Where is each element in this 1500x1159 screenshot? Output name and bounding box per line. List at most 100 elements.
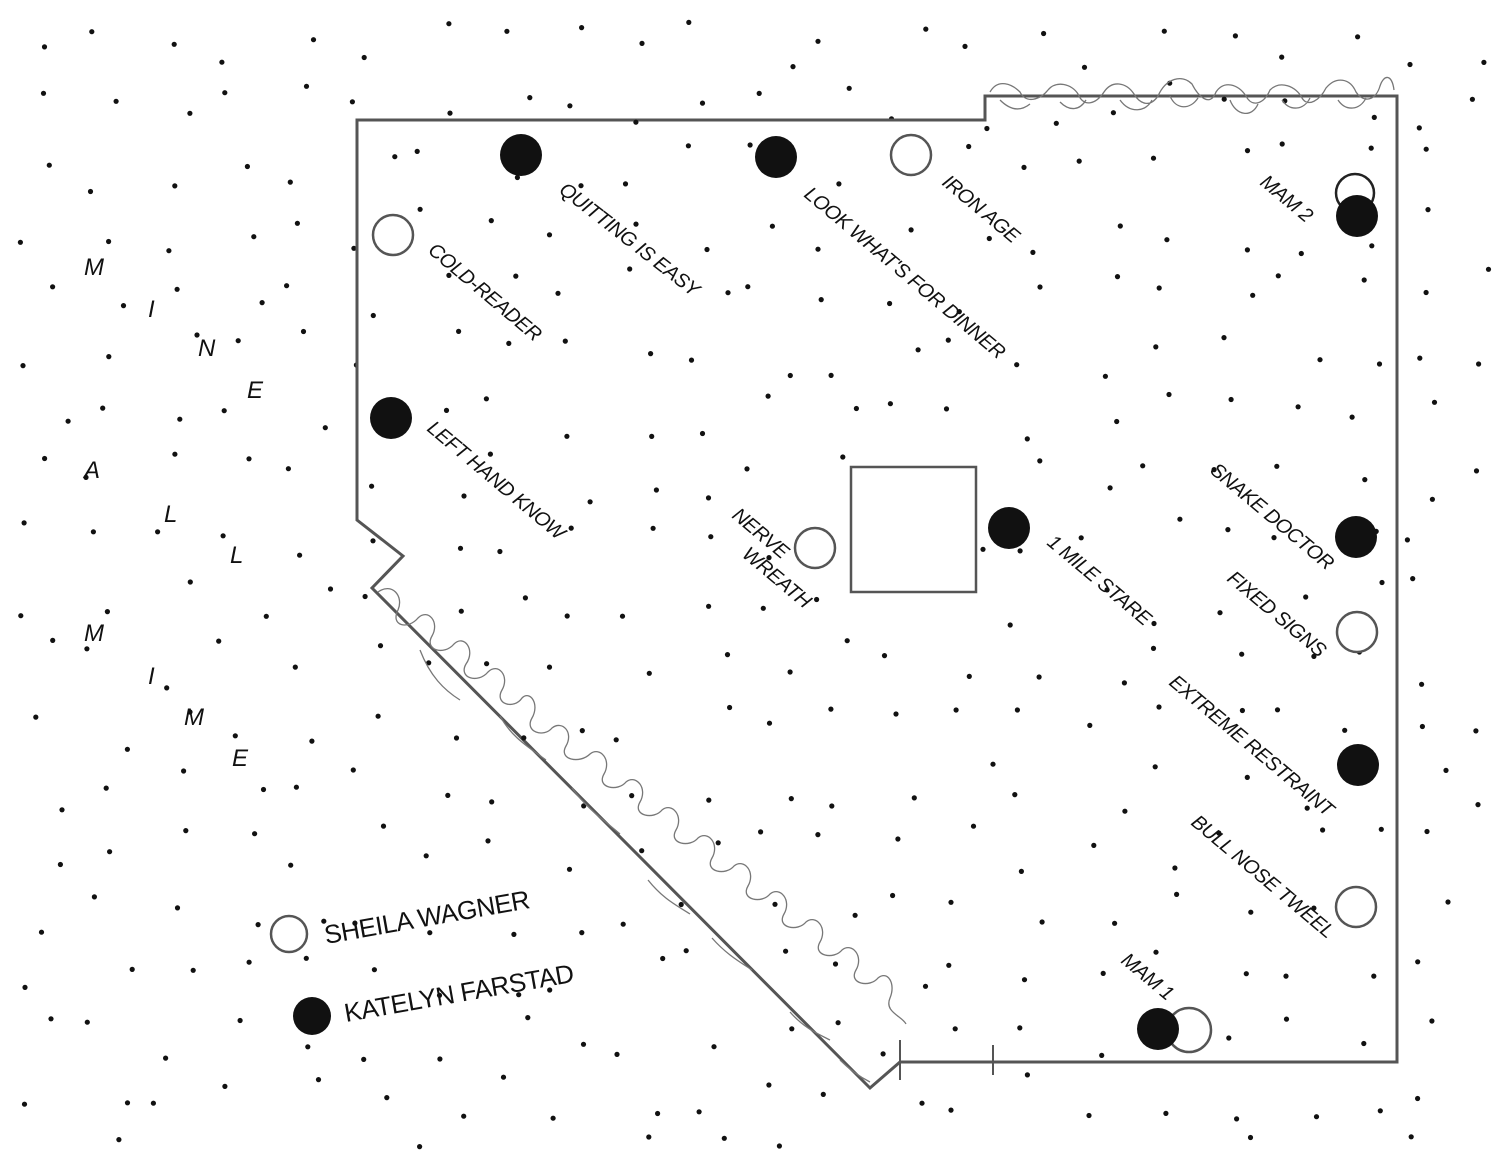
marker-iron-age[interactable] [889, 133, 933, 177]
dot [1156, 285, 1162, 291]
dot [263, 613, 269, 619]
marker-mam-2-filled[interactable] [1336, 195, 1378, 237]
dot [1355, 34, 1361, 40]
dot [1153, 949, 1159, 955]
dot [1239, 707, 1245, 714]
dot [887, 300, 893, 307]
marker-look-whats-for-dinner[interactable] [755, 136, 797, 178]
dot [1152, 764, 1158, 770]
dot [1024, 436, 1030, 442]
dot [21, 520, 27, 526]
dot [1030, 249, 1036, 255]
dot [305, 1044, 311, 1050]
marker-left-hand-know[interactable] [370, 397, 412, 439]
dot [106, 238, 112, 245]
dot [1174, 891, 1180, 898]
dot [956, 309, 962, 315]
dot [177, 416, 183, 422]
marker-quitting-is-easy[interactable] [500, 134, 542, 176]
dot [194, 332, 200, 338]
central-column [849, 465, 978, 594]
dot [453, 735, 460, 741]
dot [1140, 463, 1146, 469]
marker-snake-doctor[interactable] [1335, 516, 1377, 558]
dot [1376, 361, 1383, 367]
dot [458, 608, 464, 614]
dot [232, 733, 238, 739]
dot [846, 85, 852, 91]
dot [1024, 1072, 1030, 1078]
dot [1041, 30, 1047, 37]
top-wall-scribble [989, 76, 1395, 114]
dot [990, 761, 996, 767]
dot [1274, 463, 1280, 469]
dot [1473, 468, 1480, 474]
dot [113, 98, 119, 104]
dot [106, 354, 112, 360]
dot [887, 401, 894, 407]
dot [84, 1019, 90, 1025]
dot [293, 784, 299, 790]
dot [1107, 485, 1113, 491]
dot [1250, 292, 1256, 298]
dot [945, 337, 951, 343]
marker-1-mile-stare[interactable] [988, 507, 1030, 549]
marker-extreme-restraint[interactable] [1337, 744, 1379, 786]
dot [1485, 266, 1492, 272]
dot [423, 853, 429, 859]
dot [579, 930, 585, 936]
dot [1425, 207, 1431, 213]
dot [59, 807, 65, 813]
dot [1429, 1018, 1435, 1024]
dot [1481, 59, 1487, 65]
dot [380, 823, 387, 829]
dot [456, 328, 462, 334]
dot [371, 967, 377, 973]
marker-mam-1-filled[interactable] [1137, 1008, 1179, 1050]
dot [327, 586, 334, 592]
dot [744, 466, 750, 472]
dot [787, 372, 793, 379]
dot [1226, 1035, 1232, 1041]
dot [172, 183, 178, 189]
dot [704, 246, 710, 253]
dot [970, 823, 977, 829]
dot [546, 664, 553, 670]
dot [1216, 830, 1222, 836]
dot [219, 59, 225, 65]
dot [789, 1026, 795, 1032]
dot [500, 1074, 507, 1080]
marker-bull-nose-tweel[interactable] [1334, 885, 1378, 929]
dot [1017, 1025, 1023, 1031]
dot [124, 746, 130, 752]
dot [1279, 141, 1285, 147]
dot [350, 767, 356, 773]
dot [660, 955, 666, 962]
dot [1122, 808, 1128, 814]
dot [787, 669, 793, 675]
title-letter: L [230, 542, 243, 569]
dot [1121, 680, 1127, 686]
dot [187, 110, 193, 116]
dot [1114, 418, 1120, 425]
marker-nerve-wreath[interactable] [793, 526, 837, 570]
dot [1021, 977, 1028, 983]
dot [497, 548, 503, 555]
dot [908, 227, 914, 233]
dot [1410, 576, 1416, 582]
dot [50, 637, 56, 644]
dot [222, 90, 228, 96]
dot [587, 499, 593, 505]
dot [436, 992, 443, 998]
dot [484, 661, 490, 667]
dot [952, 1026, 958, 1032]
dot [1349, 414, 1355, 420]
dot [351, 245, 357, 251]
marker-fixed-signs[interactable] [1335, 610, 1379, 654]
dot [953, 707, 959, 713]
dot [705, 495, 712, 501]
dot [506, 340, 512, 346]
marker-cold-reader[interactable] [371, 213, 415, 257]
